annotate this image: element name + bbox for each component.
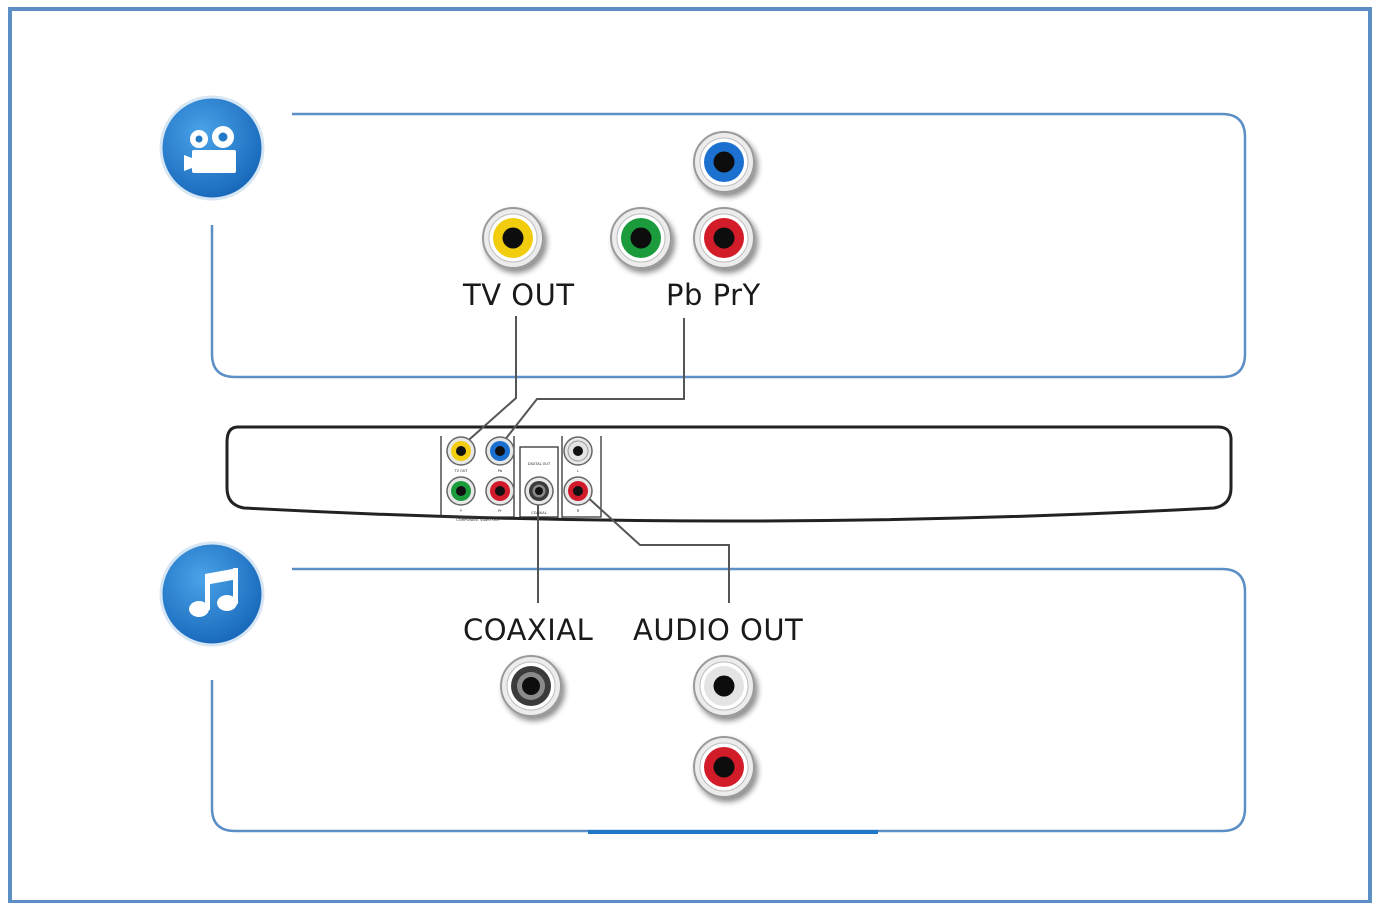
player-jack-pr: [485, 476, 515, 506]
player-jack-audio-r: [563, 476, 593, 506]
player-tiny-labels: TV OUT Pb DIGITAL OUT L Y Pr COAXIAL R C…: [453, 462, 592, 522]
player-jack-audio-l: [563, 436, 593, 466]
audio-panel-border: [210, 567, 1247, 833]
player-jacks: [446, 436, 593, 506]
player-jack-tv-out: [446, 436, 476, 466]
player-jack-pb: [485, 436, 515, 466]
outer-frame: [8, 7, 1372, 903]
tiny-label-audio-out: AUDIO OUT: [572, 518, 593, 522]
tiny-label-coaxial: COAXIAL: [531, 511, 546, 515]
label-component: Pb PrY: [666, 278, 761, 312]
jack-coaxial-black: [500, 655, 562, 717]
player-jack-coaxial: [524, 476, 554, 506]
tiny-label-audio-r: R: [577, 509, 580, 513]
video-camera-icon: [184, 126, 236, 173]
tiny-label-digital-out: DIGITAL OUT: [528, 462, 551, 466]
audio-badge: [159, 541, 265, 647]
tiny-label-component-out: COMPONENT VIDEO OUT: [456, 518, 500, 522]
tiny-label-tv-out: TV OUT: [453, 469, 468, 473]
jack-component-green: [610, 207, 672, 269]
tiny-label-y: Y: [460, 509, 463, 513]
player-jack-y: [446, 476, 476, 506]
wire-audio-out: [583, 493, 730, 603]
wire-component: [499, 318, 685, 447]
jack-component-blue: [693, 131, 755, 193]
jack-tv-out-yellow: [482, 207, 544, 269]
music-note-icon: [189, 568, 238, 617]
jack-component-red: [693, 207, 755, 269]
video-badge: [159, 95, 265, 201]
tiny-label-pb: Pb: [498, 469, 503, 473]
jack-audio-red: [693, 736, 755, 798]
label-coaxial: COAXIAL: [463, 613, 593, 647]
connection-wires: [461, 316, 730, 603]
video-panel-border: [210, 112, 1247, 379]
wire-tv-out: [461, 316, 517, 447]
label-audio-out: AUDIO OUT: [633, 613, 803, 647]
label-tv-out: TV OUT: [462, 278, 575, 312]
jack-audio-white: [693, 655, 755, 717]
tiny-label-audio-l: L: [577, 469, 579, 473]
player-back-panel: [225, 425, 1233, 523]
tiny-label-pr: Pr: [498, 509, 502, 513]
